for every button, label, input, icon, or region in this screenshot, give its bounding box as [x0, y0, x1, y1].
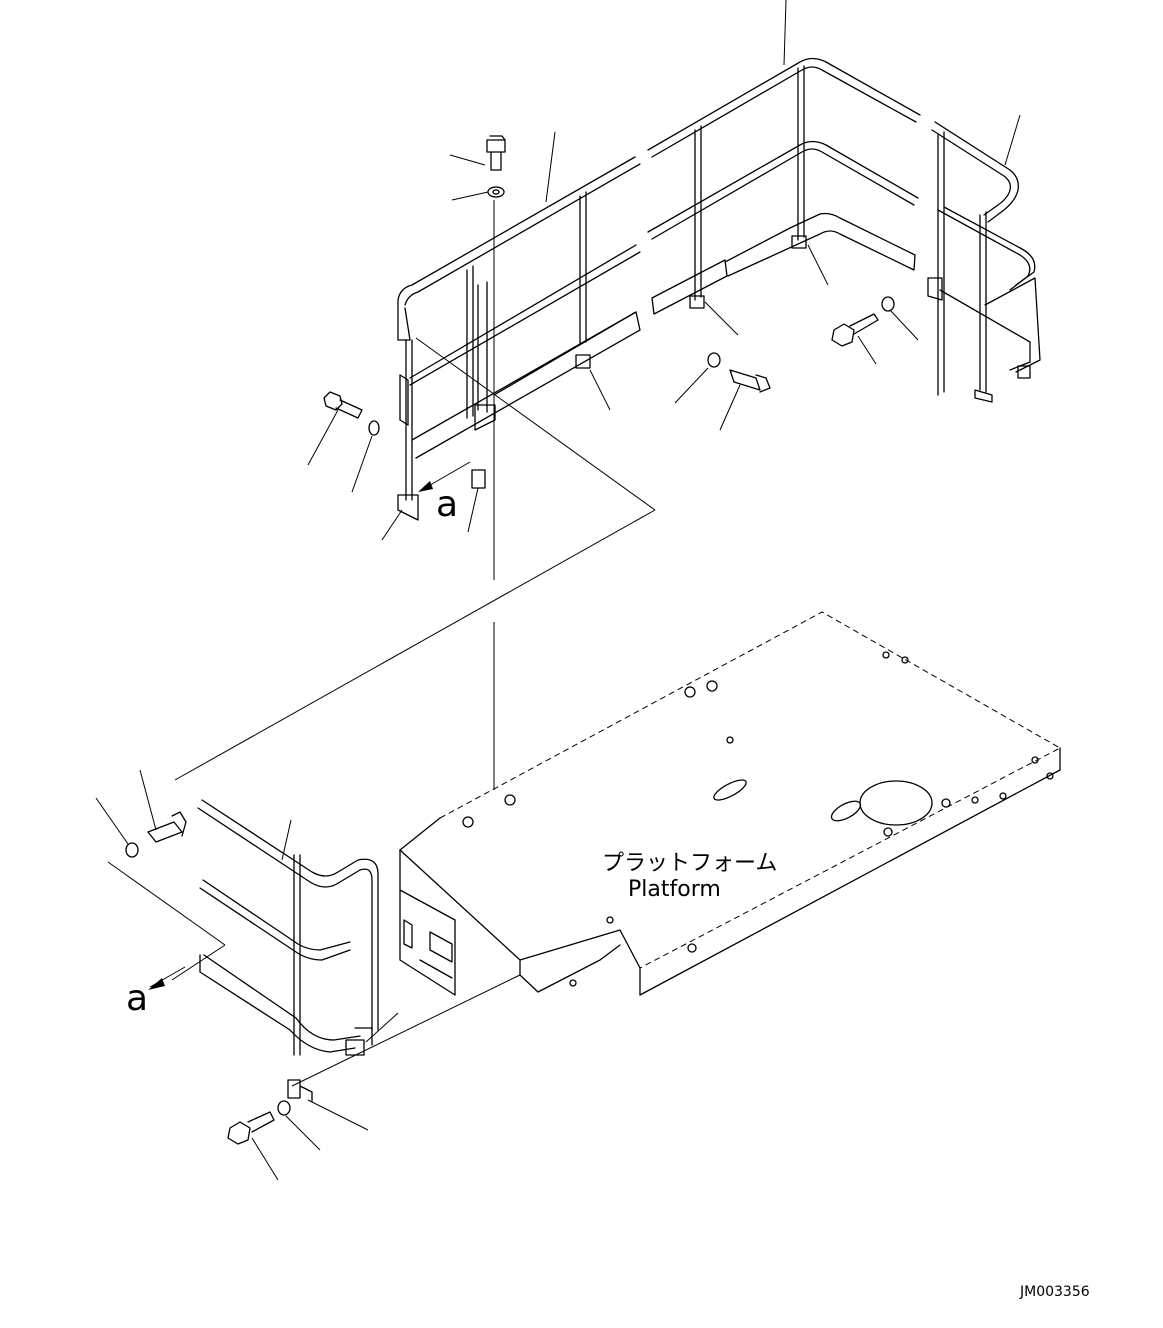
platform-label-japanese: プラットフォーム — [602, 851, 777, 876]
view-marker-upper: a — [436, 484, 458, 525]
lower-leader-lines — [95, 769, 521, 1181]
lower-fasteners — [125, 811, 291, 1145]
view-marker-lower: a — [126, 978, 148, 1019]
platform-body — [399, 611, 1062, 996]
upper-leader-lines — [174, 0, 1021, 790]
platform-label-english: Platform — [628, 877, 721, 902]
drawing-code: JM003356 — [1019, 1284, 1090, 1300]
upper-handrail-assembly — [397, 57, 1041, 521]
upper-fasteners — [323, 135, 895, 436]
lower-handrail-assembly — [197, 799, 379, 1103]
